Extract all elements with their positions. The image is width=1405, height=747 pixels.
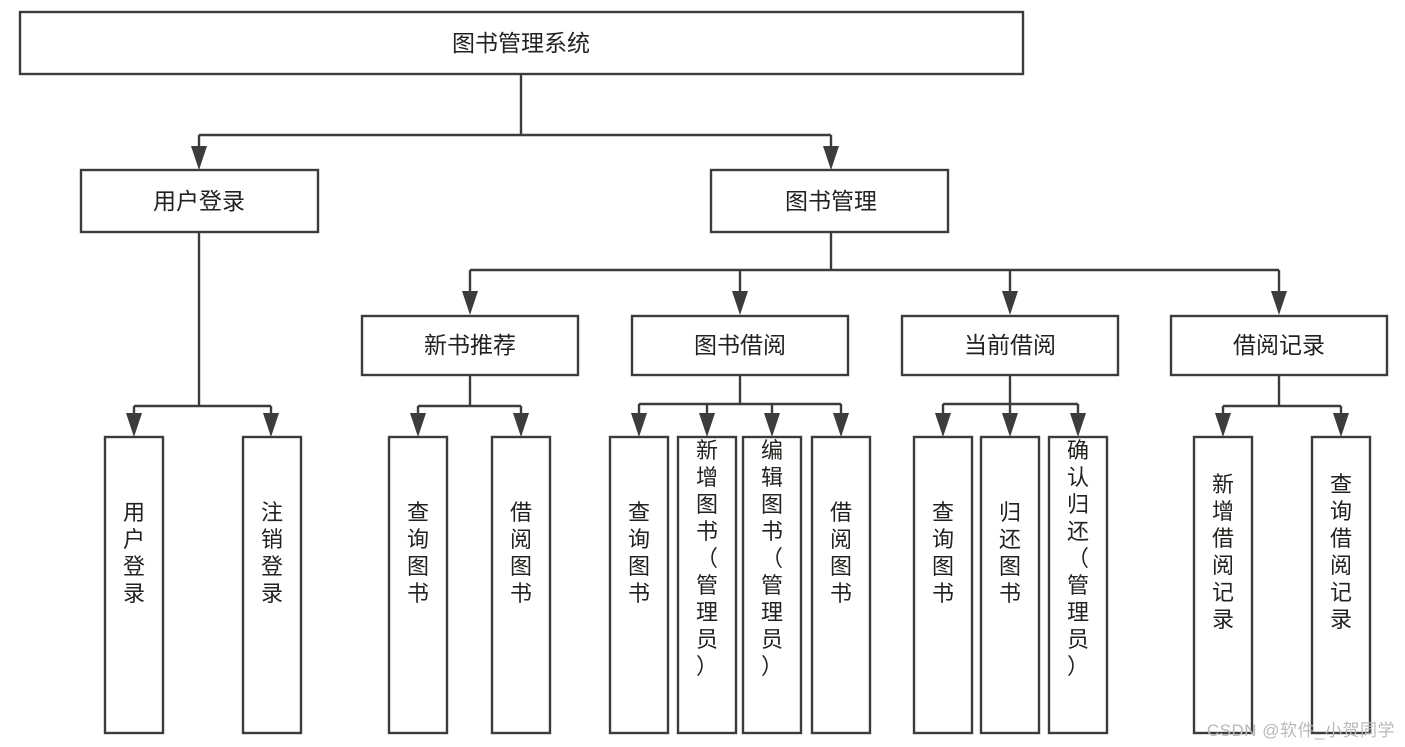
leaf-node-nb-borrow-book[interactable]: 借阅图书: [490, 435, 552, 735]
leaf-bb-query-book-box[interactable]: [608, 435, 670, 735]
arrowhead-leaf-br-query: [1333, 413, 1349, 437]
leaf-node-logout[interactable]: 注销登录: [241, 435, 303, 735]
connector-group-book-mgmt-to-level3: [462, 232, 1287, 315]
leaf-cb-return-book-label: 归还图书: [999, 500, 1021, 606]
arrowhead-leaf-bb-query: [631, 413, 647, 437]
leaf-br-add-record-label: 新增借阅记录: [1212, 472, 1234, 632]
leaf-user-login-label: 用户登录: [123, 500, 145, 606]
leaf-cb-query-book-label: 查询图书: [932, 500, 954, 606]
arrowhead-leaf-bb-borrow: [833, 413, 849, 437]
leaf-bb-add-book-label: 新增图书（管理员）: [696, 438, 718, 679]
connector-group-new-book-to-leaves: [410, 375, 529, 437]
leaf-node-bb-edit-book[interactable]: 编辑图书（管理员）: [741, 435, 803, 735]
leaf-cb-confirm-return-box[interactable]: [1047, 435, 1109, 735]
node-book-management-label: 图书管理: [785, 188, 877, 214]
leaf-nb-query-book-box[interactable]: [387, 435, 449, 735]
arrowhead-new-book: [462, 291, 478, 315]
node-user-login-box[interactable]: [79, 168, 320, 234]
arrowhead-book-borrow: [732, 291, 748, 315]
leaf-node-cb-query-book[interactable]: 查询图书: [912, 435, 974, 735]
leaf-bb-edit-book-box[interactable]: [741, 435, 803, 735]
arrowhead-leaf-user-login: [126, 413, 142, 437]
node-book-borrow[interactable]: 图书借阅: [630, 314, 850, 377]
leaf-user-login-box[interactable]: [103, 435, 165, 735]
node-root-system-box[interactable]: [18, 10, 1025, 76]
arrowhead-leaf-cb-confirm: [1070, 413, 1086, 437]
node-new-book-recommend-label: 新书推荐: [424, 332, 516, 358]
node-user-login[interactable]: 用户登录: [79, 168, 320, 234]
leaf-bb-edit-book-label: 编辑图书（管理员）: [761, 438, 783, 679]
leaf-node-cb-confirm-return[interactable]: 确认归还（管理员）: [1047, 435, 1109, 735]
arrowhead-borrow-record: [1271, 291, 1287, 315]
leaf-node-user-login[interactable]: 用户登录: [103, 435, 165, 735]
leaf-bb-query-book-label: 查询图书: [628, 500, 650, 606]
leaf-br-add-record-box[interactable]: [1192, 435, 1254, 735]
arrowhead-leaf-nb-borrow: [513, 413, 529, 437]
arrowhead-current-borrow: [1002, 291, 1018, 315]
leaf-nb-query-book-label: 查询图书: [407, 500, 429, 606]
arrowhead-leaf-cb-return: [1002, 413, 1018, 437]
leaf-node-br-add-record[interactable]: 新增借阅记录: [1192, 435, 1254, 735]
leaf-node-cb-return-book[interactable]: 归还图书: [979, 435, 1041, 735]
node-borrow-record[interactable]: 借阅记录: [1169, 314, 1389, 377]
node-book-management-box[interactable]: [709, 168, 950, 234]
leaf-node-nb-query-book[interactable]: 查询图书: [387, 435, 449, 735]
node-new-book-recommend-box[interactable]: [360, 314, 580, 377]
node-current-borrow-box[interactable]: [900, 314, 1120, 377]
leaf-node-bb-query-book[interactable]: 查询图书: [608, 435, 670, 735]
node-borrow-record-box[interactable]: [1169, 314, 1389, 377]
arrowhead-leaf-bb-edit: [764, 413, 780, 437]
arrowhead-leaf-cb-query: [935, 413, 951, 437]
leaf-node-br-query-record[interactable]: 查询借阅记录: [1310, 435, 1372, 735]
arrowhead-leaf-bb-add: [699, 413, 715, 437]
node-new-book-recommend[interactable]: 新书推荐: [360, 314, 580, 377]
leaf-bb-borrow-book-label: 借阅图书: [830, 500, 852, 606]
node-user-login-label: 用户登录: [153, 188, 245, 214]
node-current-borrow[interactable]: 当前借阅: [900, 314, 1120, 377]
connector-group-current-borrow-to-leaves: [935, 375, 1086, 437]
leaf-logout-box[interactable]: [241, 435, 303, 735]
leaf-br-query-record-label: 查询借阅记录: [1330, 472, 1352, 632]
arrowhead-leaf-br-add: [1215, 413, 1231, 437]
node-book-management[interactable]: 图书管理: [709, 168, 950, 234]
leaf-node-bb-borrow-book[interactable]: 借阅图书: [810, 435, 872, 735]
leaf-nb-borrow-book-label: 借阅图书: [510, 500, 532, 606]
leaf-node-bb-add-book[interactable]: 新增图书（管理员）: [676, 435, 738, 735]
leaf-br-query-record-box[interactable]: [1310, 435, 1372, 735]
arrowhead-user-login: [191, 146, 207, 170]
node-current-borrow-label: 当前借阅: [964, 332, 1056, 358]
arrowhead-book-mgmt: [823, 146, 839, 170]
arrowhead-leaf-logout: [263, 413, 279, 437]
arrowhead-leaf-nb-query: [410, 413, 426, 437]
leaf-bb-borrow-book-box[interactable]: [810, 435, 872, 735]
leaf-nb-borrow-book-box[interactable]: [490, 435, 552, 735]
leaf-bb-add-book-box[interactable]: [676, 435, 738, 735]
node-book-borrow-label: 图书借阅: [694, 332, 786, 358]
leaf-logout-label: 注销登录: [261, 500, 283, 606]
node-borrow-record-label: 借阅记录: [1233, 332, 1325, 358]
node-root-system-label: 图书管理系统: [452, 30, 590, 56]
leaf-cb-query-book-box[interactable]: [912, 435, 974, 735]
node-root-system[interactable]: 图书管理系统: [18, 10, 1025, 76]
node-book-borrow-box[interactable]: [630, 314, 850, 377]
connector-group-user-login-to-leaves: [126, 232, 279, 437]
connector-group-book-borrow-to-leaves: [631, 375, 849, 437]
connector-group-root-to-level2: [191, 74, 839, 170]
leaf-cb-return-book-box[interactable]: [979, 435, 1041, 735]
leaf-cb-confirm-return-label: 确认归还（管理员）: [1067, 438, 1089, 679]
connector-group-borrow-record-to-leaves: [1215, 375, 1349, 437]
